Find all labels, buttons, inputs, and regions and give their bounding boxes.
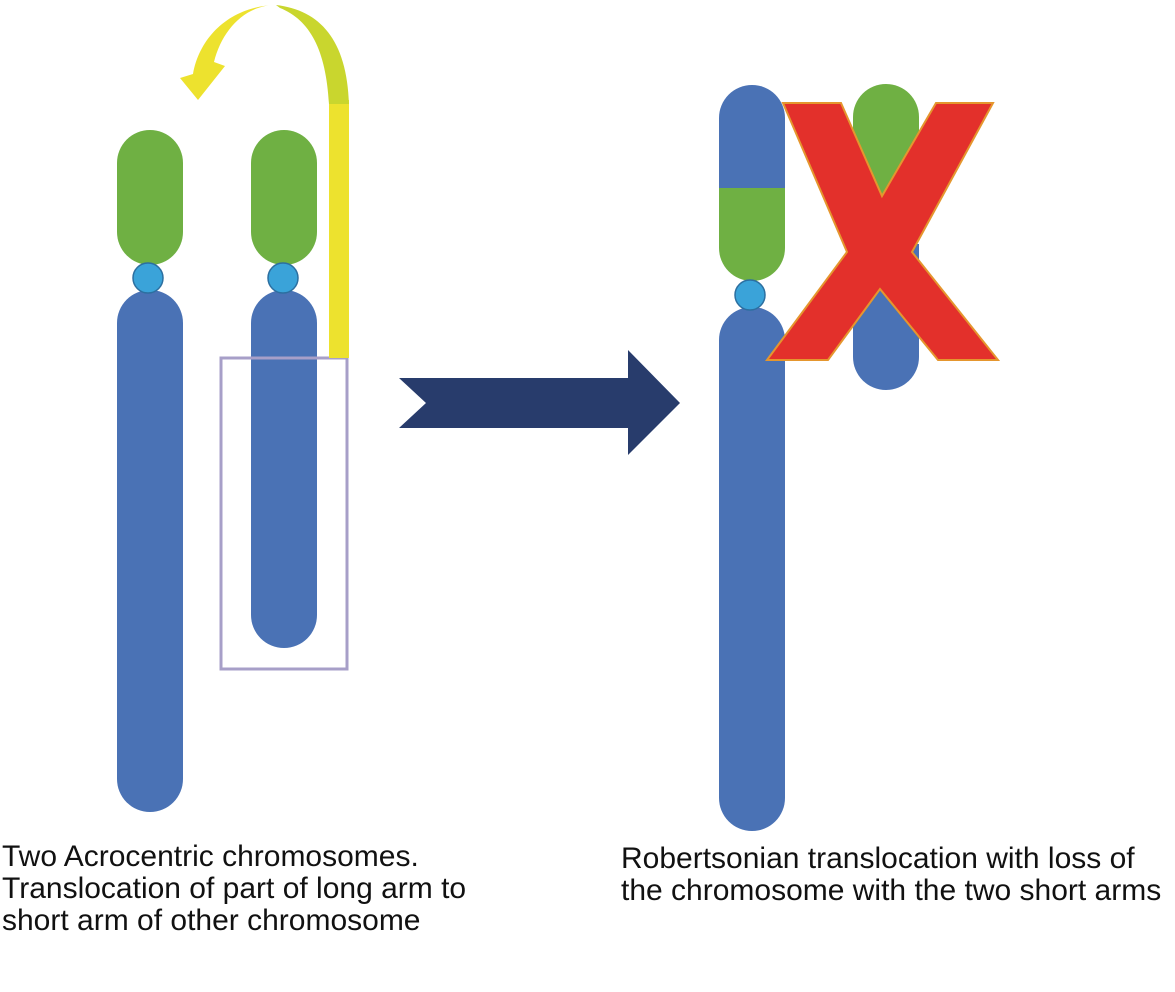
centromere	[132, 262, 164, 294]
left-caption: Two Acrocentric chromosomes. Translocati…	[2, 840, 467, 937]
short-arm	[719, 188, 785, 281]
short-arm	[251, 130, 317, 265]
acrocentric-chromosome-1	[117, 130, 183, 812]
centromere	[267, 262, 299, 294]
long-arm	[719, 307, 785, 831]
translocated-segment-box	[219, 356, 349, 671]
short-arm	[117, 130, 183, 265]
right-caption: Robertsonian translocation with loss of …	[621, 842, 1162, 907]
cross-mark-icon	[765, 102, 1001, 361]
right-arrow-icon	[399, 350, 680, 455]
robertsonian-chromosome	[719, 85, 785, 831]
fused-top-segment	[719, 85, 785, 188]
long-arm	[117, 290, 183, 812]
curved-arrow-icon	[180, 5, 349, 358]
arrow-head	[180, 5, 276, 100]
long-arm	[251, 290, 317, 648]
arrow-body	[329, 100, 349, 358]
arrow-curve	[276, 5, 349, 104]
acrocentric-chromosome-2	[251, 130, 317, 648]
centromere	[734, 279, 766, 311]
